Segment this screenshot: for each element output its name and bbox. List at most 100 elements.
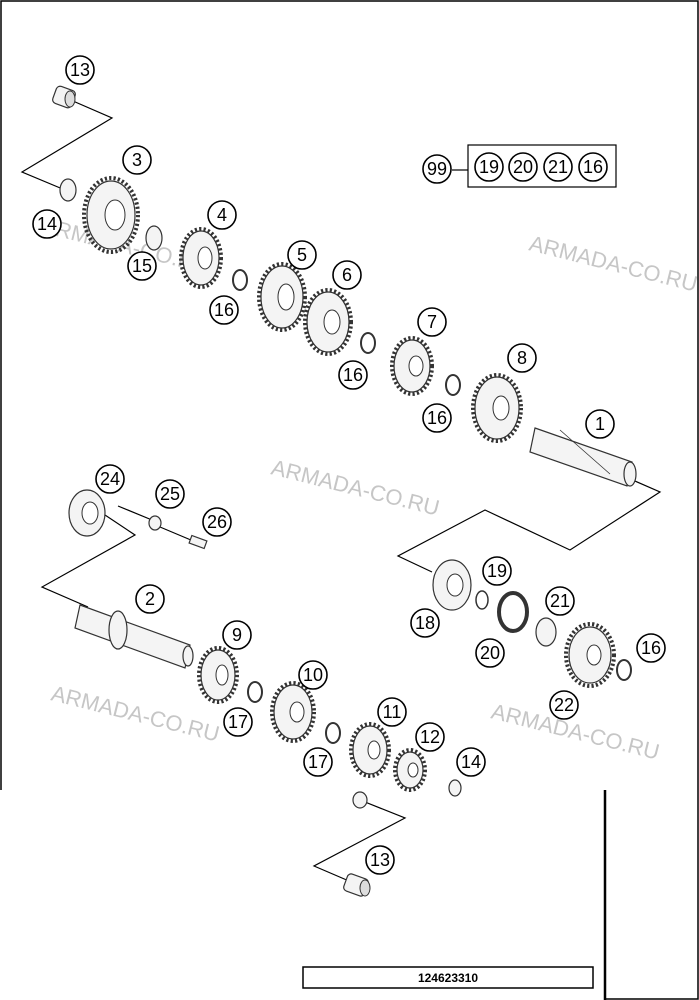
callout-label: 8 — [517, 348, 527, 368]
callout-label: 14 — [461, 752, 481, 772]
circlip-part — [325, 722, 341, 744]
kit-item-callout — [543, 152, 573, 182]
callout-label: 15 — [132, 256, 152, 276]
callout-circle — [636, 633, 666, 663]
callout-label: 18 — [415, 613, 435, 633]
sprocket-part — [564, 622, 616, 688]
callout-label: 4 — [217, 205, 227, 225]
circlip-part — [616, 659, 632, 681]
callout-circle — [417, 307, 447, 337]
shaft-seal-part — [497, 591, 529, 633]
callout-label: 11 — [383, 702, 402, 722]
main-shaft-part — [529, 427, 637, 487]
reference-box — [302, 966, 594, 989]
kit-group: 99 19 20 21 16 — [422, 144, 617, 188]
callout-circle — [202, 507, 232, 537]
callout-circle — [209, 295, 239, 325]
watermark: ARMADA-CO.RU — [269, 455, 442, 521]
leader-line — [117, 505, 153, 521]
thrust-washer-part — [352, 791, 368, 809]
leader-line — [20, 97, 114, 191]
needle-bearing-part — [343, 873, 371, 897]
callout-circle — [422, 403, 452, 433]
gear-part — [257, 262, 307, 332]
kit-box — [467, 144, 617, 188]
callout-circle — [287, 240, 317, 270]
kit-item-label: 21 — [548, 157, 568, 177]
callout-circle — [545, 586, 575, 616]
gear-part — [349, 722, 391, 778]
callout-label: 16 — [641, 638, 661, 658]
callout-label: 5 — [297, 245, 307, 265]
callout-circle — [223, 707, 253, 737]
callout-circle — [365, 845, 395, 875]
kit-item-callout — [508, 152, 538, 182]
callout-label: 26 — [207, 512, 227, 532]
gear-part — [471, 373, 523, 443]
callout-label: 3 — [132, 150, 142, 170]
watermark: ARMADA-CO.RU — [527, 231, 699, 297]
callout-label: 7 — [427, 312, 437, 332]
screw-part — [188, 534, 208, 550]
callout-circle — [585, 409, 615, 439]
ball-bearing-part — [432, 559, 472, 611]
callouts-layer: 13 14 3 15 4 16 5 6 16 7 16 8 1 24 25 26 — [32, 55, 666, 875]
kit-callout-label: 99 — [427, 159, 447, 179]
circlip-part — [247, 681, 263, 703]
gear-part — [390, 336, 434, 396]
gear-part — [270, 681, 316, 743]
callout-circle — [456, 747, 486, 777]
callout-circle — [127, 251, 157, 281]
circlip-part — [232, 269, 248, 291]
thrust-washer-part — [448, 779, 462, 797]
callout-circle — [377, 697, 407, 727]
kit-item-label: 16 — [583, 157, 603, 177]
callout-label: 20 — [480, 643, 500, 663]
callout-label: 9 — [232, 625, 242, 645]
reference-box-group: 124623310 — [302, 966, 594, 989]
callout-circle — [482, 556, 512, 586]
kit-item-label: 19 — [479, 157, 499, 177]
needle-bearing-part — [52, 85, 76, 109]
ball-bearing-part — [68, 489, 106, 537]
countershaft-part — [74, 604, 194, 669]
callout-label: 25 — [160, 484, 180, 504]
gear-part — [179, 227, 223, 289]
callout-label: 1 — [595, 414, 605, 434]
callout-circle — [207, 200, 237, 230]
gear-part — [393, 748, 427, 792]
callout-circle — [155, 479, 185, 509]
circlip-part — [360, 332, 376, 354]
gear-part — [303, 288, 353, 356]
callout-label: 21 — [550, 591, 570, 611]
washer-part — [148, 515, 162, 531]
callout-label: 16 — [427, 408, 447, 428]
reference-number: 124623310 — [418, 971, 478, 985]
callout-label: 22 — [554, 695, 574, 715]
cropped-lower-area — [0, 790, 605, 1000]
callout-circle — [507, 343, 537, 373]
callout-label: 17 — [228, 712, 248, 732]
o-ring-part — [475, 590, 489, 610]
callout-circle — [32, 209, 62, 239]
callout-circle — [65, 55, 95, 85]
watermark: ARMADA-CO.RU — [49, 681, 222, 747]
callout-circle — [222, 620, 252, 650]
bushing-part — [145, 225, 163, 251]
kit-item-label: 20 — [513, 157, 533, 177]
callout-circle — [95, 464, 125, 494]
callout-label: 16 — [214, 300, 234, 320]
thrust-washer-part — [59, 178, 77, 202]
callout-circle — [298, 660, 328, 690]
callout-circle — [338, 360, 368, 390]
spacer-part — [535, 617, 557, 647]
callout-label: 17 — [308, 752, 328, 772]
callout-label: 13 — [70, 60, 90, 80]
callout-label: 2 — [145, 589, 155, 609]
leader-line — [40, 504, 137, 608]
callout-circle — [549, 690, 579, 720]
callout-circle — [303, 747, 333, 777]
callout-label: 12 — [420, 727, 440, 747]
parts-layer — [52, 85, 637, 897]
